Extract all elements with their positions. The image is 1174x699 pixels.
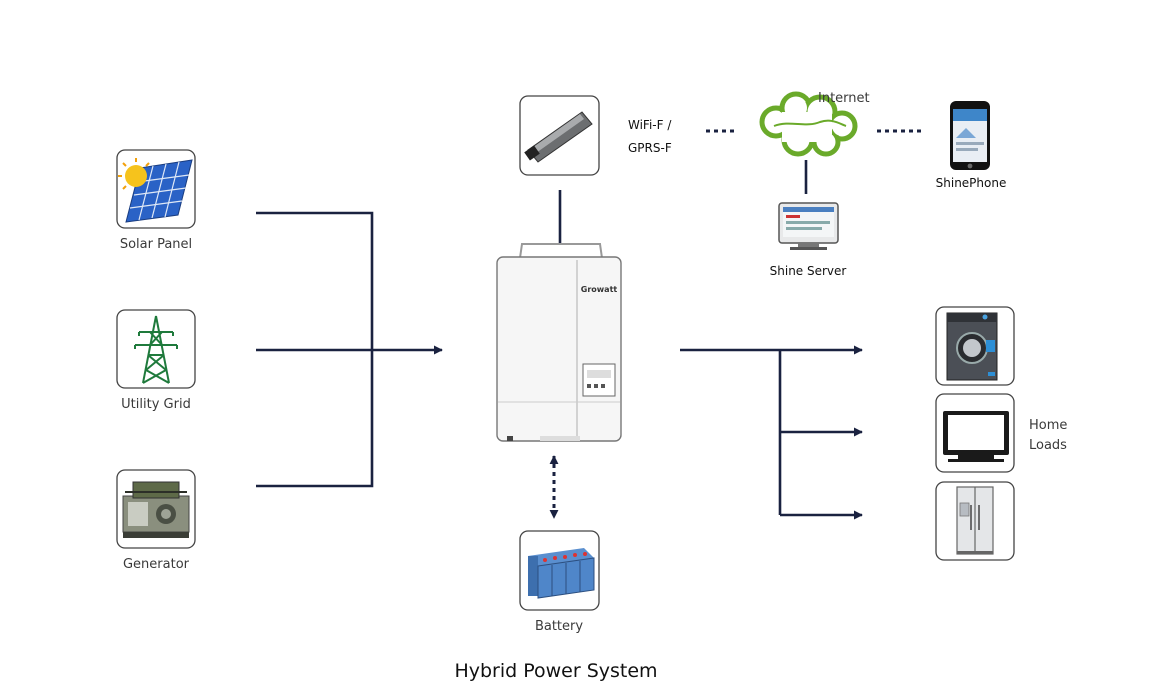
generator-label: Generator <box>123 557 190 572</box>
module-label-line1: WiFi-F / <box>628 118 672 132</box>
generator-node: Generator <box>116 469 196 572</box>
internet-node: Internet <box>759 91 870 157</box>
source-wiring <box>256 211 443 488</box>
diagram-caption: Hybrid Power System <box>454 660 657 682</box>
television-icon <box>943 411 1009 462</box>
load-wiring <box>680 345 863 520</box>
shine-server-label: Shine Server <box>770 264 847 278</box>
washing-machine-node <box>935 306 1015 386</box>
module-label-line2: GPRS-F <box>628 141 672 155</box>
home-loads-label-line1: Home <box>1029 418 1067 433</box>
battery-node: Battery <box>519 530 600 634</box>
solar-panel-label: Solar Panel <box>120 237 192 252</box>
utility-grid-label: Utility Grid <box>121 397 191 412</box>
communication-module-node: WiFi-F / GPRS-F <box>519 95 672 176</box>
refrigerator-node <box>935 481 1015 561</box>
television-node <box>935 393 1015 473</box>
smartphone-icon <box>950 101 990 170</box>
monitor-icon <box>778 202 839 250</box>
shine-server-node: Shine Server <box>770 202 847 278</box>
refrigerator-icon <box>956 486 994 555</box>
utility-grid-node: Utility Grid <box>116 309 196 412</box>
inverter-node: Growatt <box>496 243 622 442</box>
dongle-icon <box>524 111 593 163</box>
inverter-icon <box>496 243 622 442</box>
solar-panel-node: Solar Panel <box>116 149 196 252</box>
generator-icon <box>122 481 190 538</box>
solar-panel-icon <box>118 158 193 223</box>
shinephone-label: ShinePhone <box>936 176 1007 190</box>
shinephone-node: ShinePhone <box>936 101 1007 190</box>
battery-label: Battery <box>535 619 583 634</box>
home-loads-label-line2: Loads <box>1029 438 1067 453</box>
inverter-brand-label: Growatt <box>581 285 618 294</box>
washing-machine-icon <box>946 312 998 381</box>
transmission-tower-icon <box>134 315 178 384</box>
battery-icon <box>528 548 595 599</box>
internet-label: Internet <box>818 91 870 106</box>
